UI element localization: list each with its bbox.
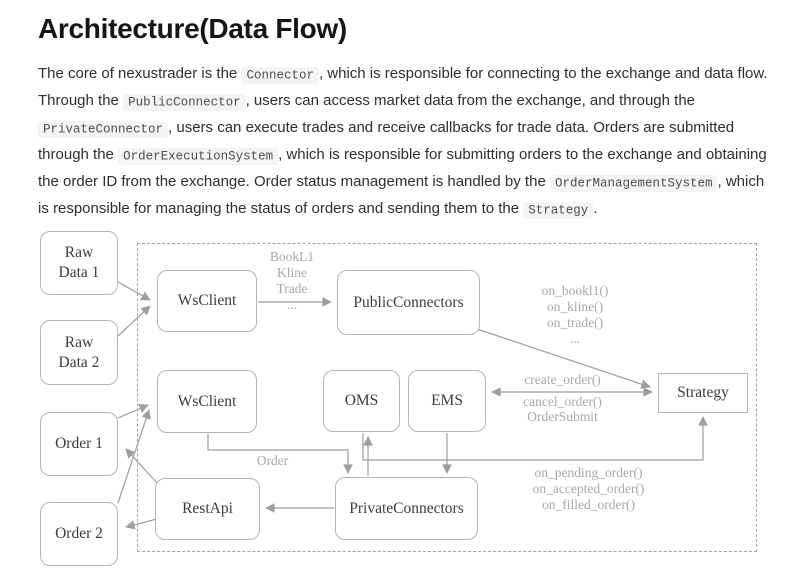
- edge-publicconnectors-strategy: [476, 328, 651, 389]
- edge-rawdata2-wsclient1: [117, 305, 151, 337]
- edge-label-cancel-order-submit: cancel_order() OrderSubmit: [523, 394, 602, 424]
- article-content: Architecture(Data Flow) The core of nexu…: [0, 0, 800, 223]
- dataflow-diagram: Raw Data 1 Raw Data 2 Order 1 Order 2 Ws…: [0, 225, 800, 582]
- inline-code: PublicConnector: [123, 93, 246, 111]
- inline-code: PrivateConnector: [38, 120, 169, 138]
- node-ems: EMS: [408, 370, 486, 432]
- page-title: Architecture(Data Flow): [38, 13, 347, 44]
- node-raw-data-2: Raw Data 2: [40, 320, 118, 385]
- paragraph-text: , which is responsible for managing the …: [38, 173, 765, 217]
- diagram-edges: [117, 281, 708, 530]
- edge-restapi-order1: [125, 448, 159, 485]
- node-order-2: Order 2: [40, 502, 118, 566]
- inline-code: Strategy: [523, 201, 594, 219]
- node-restapi: RestApi: [155, 478, 260, 540]
- node-wsclient-public: WsClient: [157, 270, 257, 332]
- intro-paragraph: The core of nexustrader is the Connector…: [38, 61, 768, 223]
- edge-label-market-feed: BookL1 Kline Trade ...: [269, 249, 315, 312]
- edge-oms-strategy: [362, 416, 708, 461]
- paragraph-text: .: [593, 200, 598, 217]
- inline-code: OrderExecutionSystem: [118, 147, 279, 165]
- node-private-connectors: PrivateConnectors: [335, 477, 478, 540]
- node-wsclient-private: WsClient: [157, 370, 257, 433]
- edge-label-market-callbacks: on_bookl1() on_kline() on_trade() ...: [541, 283, 609, 346]
- paragraph-text: , which is responsible for connecting to…: [38, 65, 768, 109]
- node-public-connectors: PublicConnectors: [337, 270, 480, 335]
- node-raw-data-1: Raw Data 1: [40, 231, 118, 295]
- edge-wsclient2-privateconnectors: [207, 434, 353, 474]
- inline-code: OrderManagementSystem: [549, 174, 718, 192]
- paragraph-text: , which is responsible for submitting or…: [38, 146, 767, 190]
- node-order-1: Order 1: [40, 412, 118, 476]
- edge-restapi-order2: [125, 518, 158, 530]
- paragraph-text: , users can access market data from the …: [245, 92, 696, 109]
- inline-code: Connector: [241, 66, 319, 84]
- edge-label-status-callbacks: on_pending_order() on_accepted_order() o…: [532, 465, 645, 512]
- system-boundary: [137, 243, 757, 552]
- node-oms: OMS: [323, 370, 400, 432]
- edge-label-create-order: create_order(): [524, 372, 601, 387]
- paragraph-text: , users can execute trades and receive c…: [38, 119, 735, 163]
- node-strategy: Strategy: [658, 373, 748, 413]
- edge-order1-wsclient2: [117, 404, 149, 419]
- paragraph-text: The core of nexustrader is the: [38, 65, 242, 82]
- edge-rawdata1-wsclient1: [117, 281, 151, 301]
- edge-label-order: Order: [256, 453, 289, 468]
